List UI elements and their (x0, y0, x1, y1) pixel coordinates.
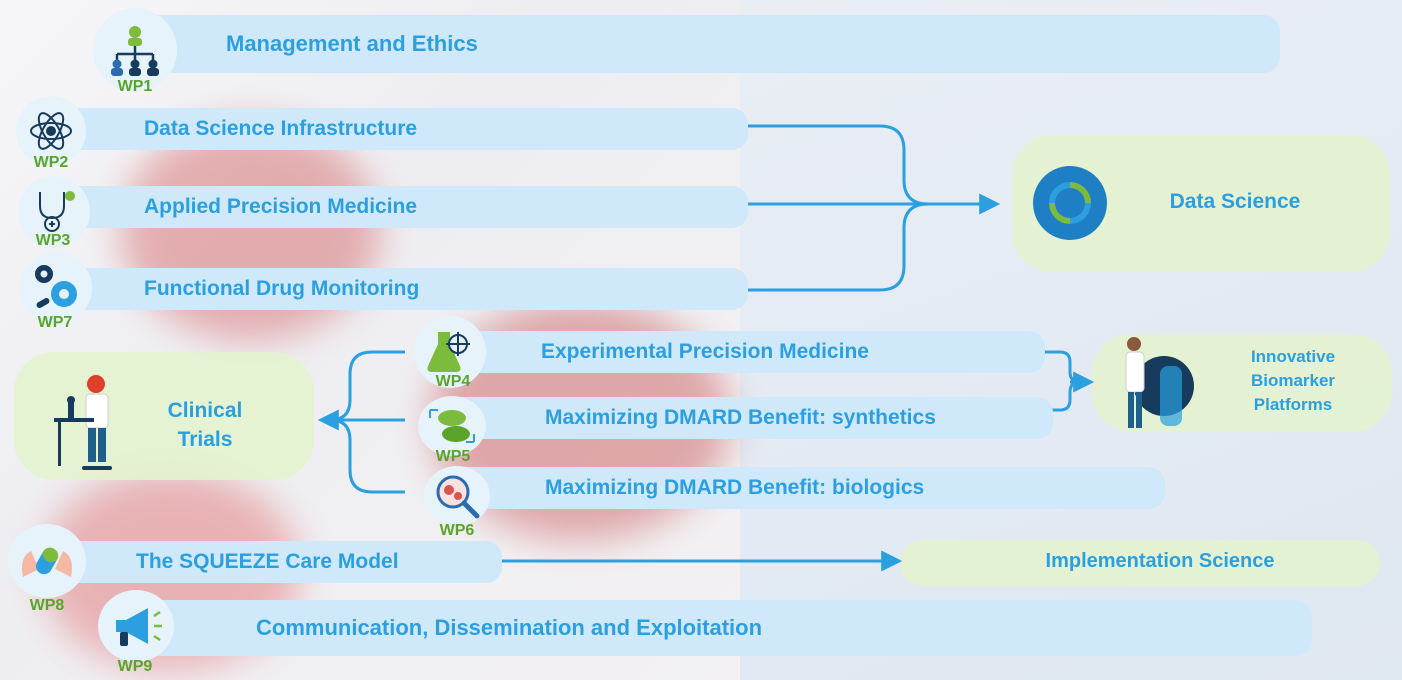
wp1-bar[interactable]: Management and Ethics (130, 15, 1280, 73)
wp3-label: Applied Precision Medicine (144, 195, 418, 218)
doctor-microscope-icon (52, 370, 122, 474)
atom-icon (16, 96, 86, 166)
wp5-tag: WP5 (435, 448, 471, 465)
wp2-tag: WP2 (33, 154, 69, 171)
clinical-line1: Clinical (167, 399, 243, 422)
wp5-label: Maximizing DMARD Benefit: synthetics (545, 406, 936, 429)
stethoscope-icon (18, 176, 90, 248)
wp1-label: Management and Ethics (226, 31, 478, 56)
wp8-label: The SQUEEZE Care Model (136, 550, 399, 573)
biomarker-label: Innovative Biomarker Platforms (1218, 345, 1368, 417)
wp4-label: Experimental Precision Medicine (541, 340, 869, 363)
connector-wp2 (745, 124, 929, 206)
connector-wp6-left (329, 418, 405, 494)
pills-icon (418, 396, 486, 456)
wp9-bar[interactable]: Communication, Dissemination and Exploit… (130, 600, 1312, 656)
wp1-tag: WP1 (117, 78, 153, 95)
wp5-bar[interactable]: Maximizing DMARD Benefit: synthetics (445, 397, 1053, 439)
connector-wp4 (1045, 350, 1081, 384)
wp2-label: Data Science Infrastructure (144, 117, 418, 140)
clinical-line2: Trials (177, 428, 233, 451)
megaphone-icon (98, 590, 174, 662)
biomarker-line3: Platforms (1253, 395, 1333, 414)
wp2-bar[interactable]: Data Science Infrastructure (60, 108, 748, 150)
wp4-tag: WP4 (435, 373, 471, 390)
wp7-tag: WP7 (37, 314, 73, 331)
wp3-bar[interactable]: Applied Precision Medicine (60, 186, 748, 228)
wp3-tag: WP3 (35, 232, 71, 249)
connector-wp7 (745, 202, 929, 292)
wp4-bar[interactable]: Experimental Precision Medicine (445, 331, 1045, 373)
data-science-label: Data Science (1169, 190, 1301, 213)
wp9-label: Communication, Dissemination and Exploit… (256, 615, 763, 640)
wp7-bar[interactable]: Functional Drug Monitoring (60, 268, 748, 310)
wp8-bar[interactable]: The SQUEEZE Care Model (60, 541, 502, 583)
clinical-trials-label: Clinical Trials (140, 396, 270, 454)
biomarker-line2: Biomarker (1250, 371, 1336, 390)
wp6-tag: WP6 (439, 522, 475, 539)
org-chart-icon (93, 8, 177, 92)
wp9-tag: WP9 (117, 658, 153, 675)
biomarker-line1: Innovative (1250, 347, 1336, 366)
wp6-label: Maximizing DMARD Benefit: biologics (545, 476, 925, 499)
flask-target-icon (414, 316, 486, 388)
recycle-circle-icon (1033, 166, 1107, 240)
wp8-tag: WP8 (29, 597, 65, 614)
scientist-icon (1106, 332, 1202, 432)
hands-capsule-icon (8, 524, 86, 598)
gear-pill-icon (20, 252, 92, 324)
magnifier-cells-icon (424, 466, 490, 526)
wp7-label: Functional Drug Monitoring (144, 277, 420, 300)
wp6-bar[interactable]: Maximizing DMARD Benefit: biologics (445, 467, 1165, 509)
connector-wp4-left (329, 350, 405, 422)
implementation-label: Implementation Science (1045, 550, 1275, 572)
implementation-box (900, 540, 1380, 586)
clinical-trials-box (14, 352, 314, 480)
